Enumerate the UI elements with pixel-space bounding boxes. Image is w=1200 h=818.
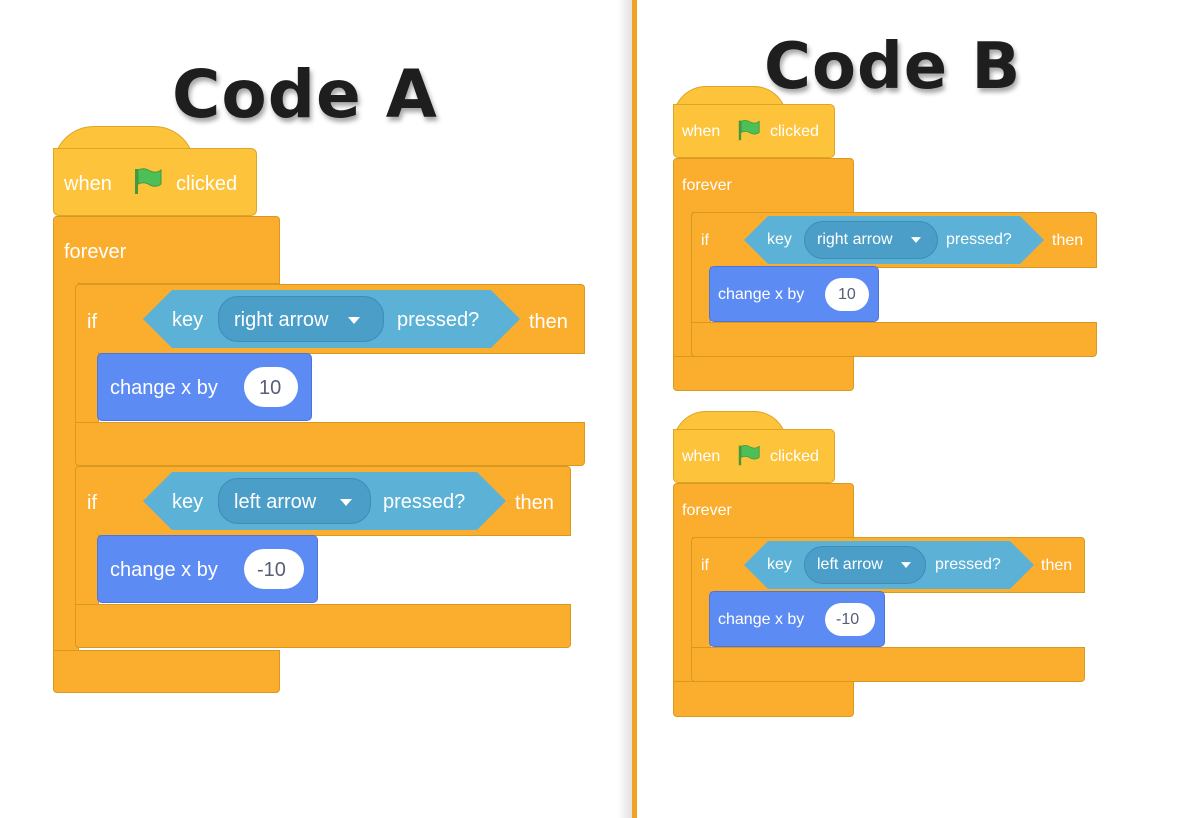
change-x-value-field[interactable] [244,367,298,407]
key-label: key [767,231,792,248]
key-label: key [172,491,204,513]
pressed-label: pressed? [946,231,1012,248]
change-x-label: change x by [718,286,805,303]
green-flag-icon [738,444,760,466]
change-x-value-field[interactable] [825,603,875,636]
key-dropdown-value: right arrow [817,231,893,248]
change-x-value-field[interactable] [825,278,869,311]
forever-bottom [673,681,854,717]
change-x-label: change x by [110,377,218,399]
forever-block[interactable] [53,216,280,284]
change-x-label: change x by [110,559,218,581]
if-arm [75,534,99,606]
code-a-title: Code A [172,56,438,133]
green-flag-icon [738,119,760,141]
if-arm [691,266,711,324]
change-x-value: -10 [257,559,286,581]
forever-block[interactable] [673,158,854,214]
forever-bottom [673,356,854,391]
code-b-title: Code B [764,30,1022,104]
forever-bottom [53,650,280,693]
caret-down-icon [340,499,352,506]
if-arm [691,591,711,649]
key-dropdown-value: right arrow [234,309,329,331]
key-dropdown-value: left arrow [234,491,317,513]
when-label: when [682,448,721,465]
change-x-label: change x by [718,611,805,628]
then-label: then [529,311,568,333]
then-label: then [1052,232,1084,249]
change-x-block[interactable] [709,266,879,322]
change-x-value: 10 [259,377,282,399]
if-label: if [87,492,97,514]
clicked-label: clicked [770,448,819,465]
caret-down-icon [348,317,360,324]
if-bottom [75,604,571,648]
green-flag-icon [135,168,162,194]
clicked-label: clicked [770,123,819,140]
key-dropdown-value: left arrow [817,556,883,573]
panel-divider [632,0,637,818]
forever-arm [673,212,693,358]
if-label: if [87,311,97,333]
if-bottom [75,422,585,466]
pressed-label: pressed? [397,309,480,331]
when-label: when [682,123,721,140]
when-label: when [64,173,112,195]
pressed-label: pressed? [935,556,1001,573]
if-label: if [701,557,709,574]
key-label: key [767,556,792,573]
then-label: then [515,492,554,514]
if-arm [75,352,99,424]
clicked-label: clicked [176,173,238,195]
caret-down-icon [911,237,921,243]
if-bottom [691,647,1085,682]
forever-label: forever [64,241,127,263]
then-label: then [1041,557,1073,574]
change-x-value: 10 [838,286,856,303]
key-label: key [172,309,204,331]
forever-label: forever [682,502,732,519]
if-label: if [701,232,709,249]
pressed-label: pressed? [383,491,466,513]
if-bottom [691,322,1097,357]
forever-arm [673,537,693,683]
forever-label: forever [682,177,732,194]
change-x-value: -10 [836,611,860,628]
change-x-value-field[interactable] [244,549,304,589]
caret-down-icon [901,562,911,568]
forever-block[interactable] [673,483,854,539]
panel-shadow [618,0,632,818]
